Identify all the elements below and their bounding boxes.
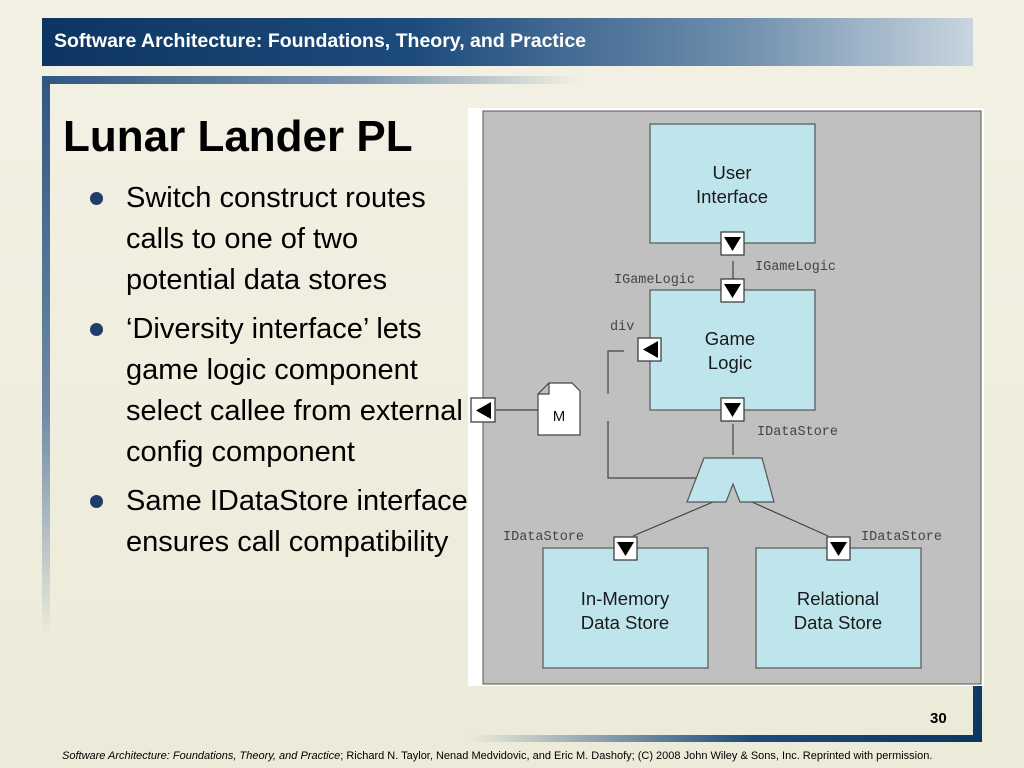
left-triangle-icon	[476, 402, 491, 419]
accent-bar-top	[42, 76, 582, 84]
page-number: 30	[930, 710, 947, 727]
user-interface-component	[649, 123, 816, 244]
config-label: M	[553, 408, 566, 425]
gl-provided-interface-label: IDataStore	[757, 425, 838, 440]
config-to-switch-connector	[607, 421, 704, 479]
connector-lines	[496, 261, 829, 537]
in-memory-label-line1: In-Memory	[581, 588, 670, 609]
left-triangle-icon	[643, 341, 658, 358]
bullet-item: Switch construct routes calls to one of …	[88, 178, 468, 301]
memory-required-interface-label: IDataStore	[503, 530, 584, 545]
bullet-list: Switch construct routes calls to one of …	[88, 178, 468, 571]
config-to-div-connector	[607, 350, 624, 394]
slide-title: Lunar Lander PL	[63, 112, 413, 161]
accent-bar-left	[42, 76, 50, 636]
bullet-text: Same IDataStore interface ensures call c…	[126, 485, 468, 558]
user-interface-label-line2: Interface	[696, 186, 768, 207]
switch-connector-icon	[686, 457, 775, 503]
bullet-item: Same IDataStore interface ensures call c…	[88, 481, 468, 563]
down-triangle-icon	[830, 542, 847, 556]
user-interface-label-line1: User	[712, 162, 751, 183]
bullet-text: Switch construct routes calls to one of …	[126, 182, 426, 296]
architecture-diagram: User Interface Game Logic In-Memory Data…	[468, 108, 984, 686]
ui-provided-interface-label: IGameLogic	[755, 260, 836, 275]
footer-book-title: Software Architecture: Foundations, Theo…	[62, 750, 341, 762]
header-title: Software Architecture: Foundations, Theo…	[54, 30, 587, 52]
bullet-dot-icon	[90, 192, 103, 205]
bullet-item: ‘Diversity interface’ lets game logic co…	[88, 309, 468, 473]
footer-citation: Software Architecture: Foundations, Theo…	[62, 750, 932, 762]
game-logic-label-line1: Game	[705, 328, 755, 349]
down-triangle-icon	[617, 542, 634, 556]
relational-required-interface-label: IDataStore	[861, 530, 942, 545]
relational-label-line1: Relational	[797, 588, 879, 609]
switch-to-memory-connector	[632, 501, 714, 537]
accent-bar-bottom	[470, 735, 982, 742]
switch-to-relational-connector	[751, 501, 829, 537]
div-interface-label: div	[610, 320, 634, 335]
in-memory-label-line2: Data Store	[581, 612, 669, 633]
down-triangle-icon	[724, 237, 741, 251]
game-logic-component	[649, 289, 816, 411]
bullet-text: ‘Diversity interface’ lets game logic co…	[126, 313, 463, 468]
gl-required-interface-label: IGameLogic	[614, 273, 695, 288]
down-triangle-icon	[724, 403, 741, 417]
footer-credits: ; Richard N. Taylor, Nenad Medvidovic, a…	[340, 750, 933, 762]
in-memory-data-store-component	[542, 547, 709, 669]
config-document-icon	[537, 382, 581, 436]
down-triangle-icon	[724, 284, 741, 298]
interface-ports	[470, 231, 851, 561]
game-logic-label-line2: Logic	[708, 352, 752, 373]
bullet-dot-icon	[90, 495, 103, 508]
header-bar: Software Architecture: Foundations, Theo…	[42, 18, 973, 66]
relational-label-line2: Data Store	[794, 612, 882, 633]
bullet-dot-icon	[90, 323, 103, 336]
